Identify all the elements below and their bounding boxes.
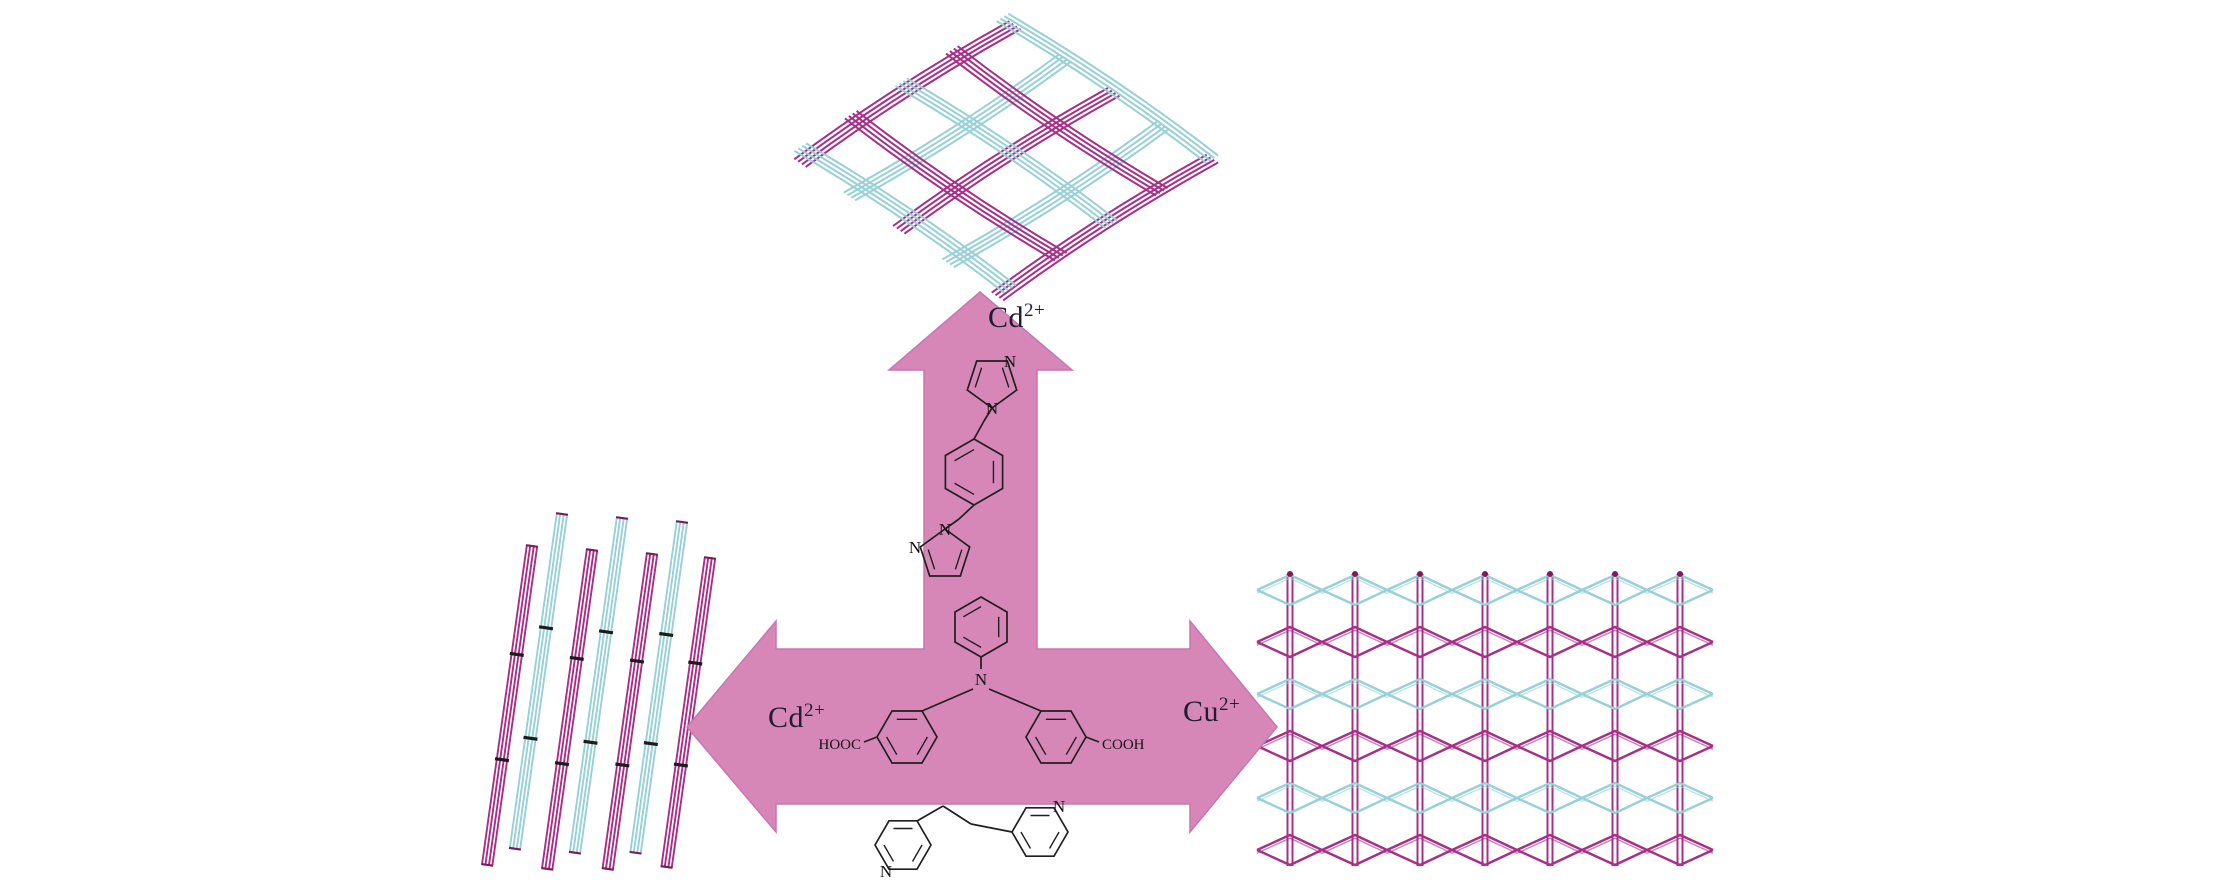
atom-label: N [1004, 352, 1016, 371]
atom-label: N [909, 538, 921, 557]
ion-charge: 2+ [804, 700, 826, 721]
metal-ion-label-up: Cd2+ [988, 300, 1045, 335]
atom-label: N [939, 520, 951, 539]
atom-label: HOOC [818, 737, 861, 753]
atom-label: COOH [1102, 737, 1145, 753]
atom-label: N [975, 670, 987, 689]
arrow-shape [686, 291, 1278, 835]
metal-ion-label-left: Cd2+ [768, 700, 825, 735]
ion-charge: 2+ [1219, 694, 1241, 715]
right-3d-grid-structure [1256, 571, 1714, 867]
metal-symbol: Cd [768, 701, 805, 734]
ion-charge: 2+ [1024, 300, 1046, 321]
metal-symbol: Cu [1183, 695, 1220, 728]
left-1d-chain-structure [481, 512, 717, 871]
atom-label: N [880, 862, 892, 881]
atom-label: N [986, 399, 998, 418]
metal-symbol: Cd [988, 301, 1025, 334]
three-way-reaction-arrow [686, 291, 1278, 835]
top-woven-network-structure [793, 12, 1219, 302]
metal-ion-label-right: Cu2+ [1183, 694, 1240, 729]
atom-label: N [1053, 797, 1065, 816]
